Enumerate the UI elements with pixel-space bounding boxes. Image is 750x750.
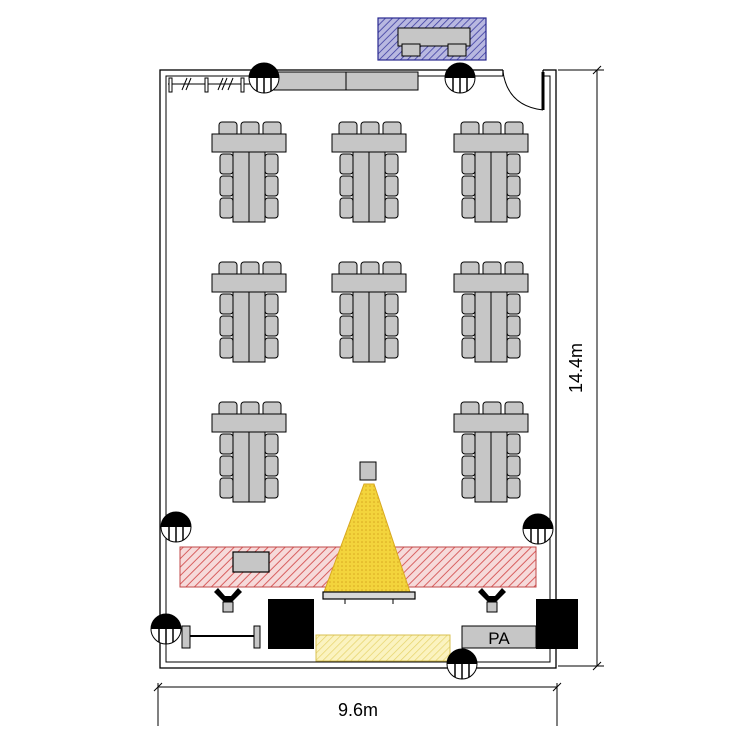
wall-lamp-2 [444, 62, 476, 94]
pa-system: PA [461, 625, 537, 649]
coat-rack [168, 77, 264, 93]
table-group-2 [331, 121, 407, 223]
wall-lamp-5 [150, 613, 182, 645]
width-dimension [153, 682, 562, 726]
wall-lamp-4 [522, 513, 554, 545]
table-group-7 [211, 401, 287, 503]
wall-lamp-3 [160, 511, 192, 543]
wall-lamp-6 [446, 648, 478, 680]
tech-desk [377, 17, 487, 61]
width-label: 9.6m [338, 700, 378, 720]
table-group-6 [453, 261, 529, 363]
table-group-4 [211, 261, 287, 363]
table-group-8 [453, 401, 529, 503]
projector [359, 461, 377, 481]
table-group-5 [331, 261, 407, 363]
wall-lamp-1 [248, 62, 280, 94]
stage-light-left [214, 588, 242, 613]
speaker-right [536, 599, 578, 649]
wall-counter [273, 71, 419, 91]
table-group-3 [453, 121, 529, 223]
table-group-1 [211, 121, 287, 223]
projector-beam [323, 483, 411, 593]
height-label: 14.4m [566, 343, 586, 393]
door [502, 71, 545, 111]
lectern [232, 551, 270, 573]
height-dimension [558, 65, 604, 671]
mic-boom [181, 625, 261, 649]
pa-label: PA [488, 629, 510, 648]
front-floor-area [315, 634, 451, 662]
speaker-left [268, 599, 314, 649]
projection-screen [322, 591, 416, 604]
stage-light-right [478, 588, 506, 613]
